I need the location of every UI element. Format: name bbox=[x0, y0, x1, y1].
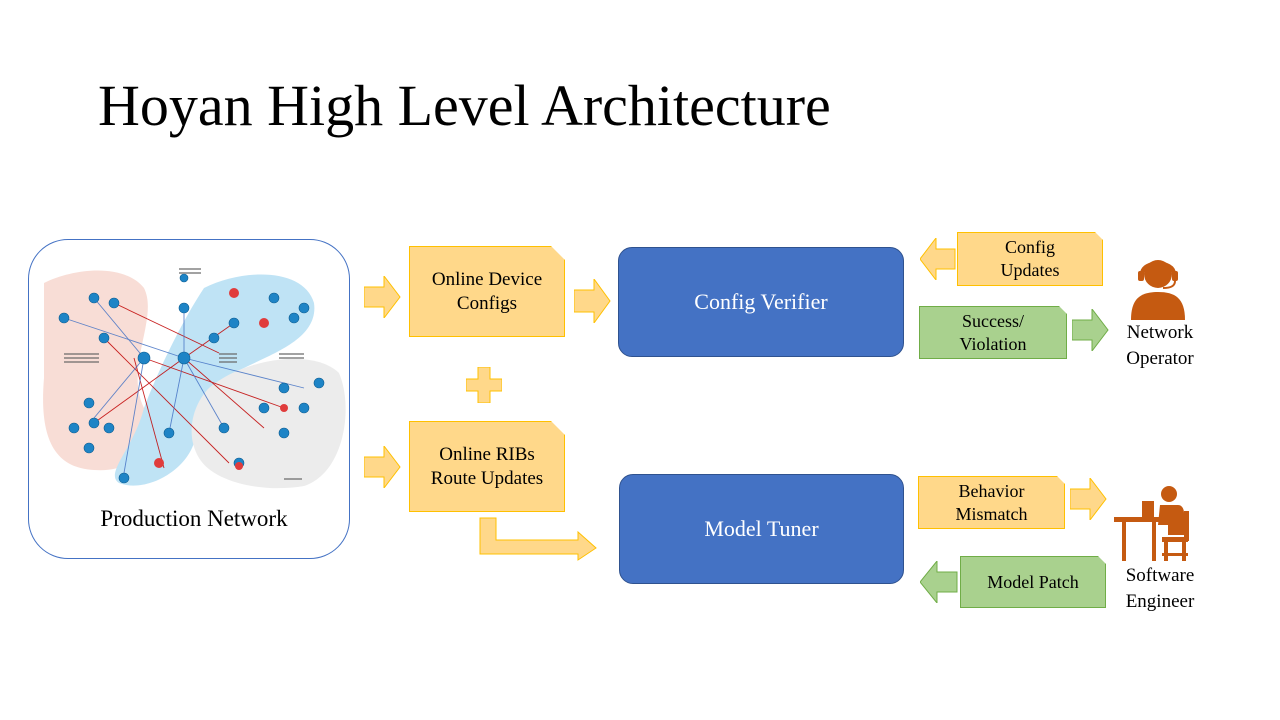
engineer-line1: Software bbox=[1125, 565, 1195, 586]
arrow-right-icon bbox=[364, 446, 401, 488]
ribs-line2: Route Updates bbox=[430, 467, 544, 489]
operator-line1: Network bbox=[1126, 322, 1194, 343]
config-verifier-box: Config Verifier bbox=[618, 247, 904, 357]
model-patch-label: Model Patch bbox=[987, 571, 1079, 592]
behavior-mismatch-box: Behavior Mismatch bbox=[918, 476, 1065, 529]
engineer-line2: Engineer bbox=[1125, 591, 1195, 612]
model-tuner-box: Model Tuner bbox=[619, 474, 904, 584]
arrow-right-icon bbox=[1070, 478, 1107, 520]
success-violation-box: Success/ Violation bbox=[919, 306, 1067, 359]
mismatch-label: Mismatch bbox=[955, 503, 1028, 524]
config-updates-label: Config Updates bbox=[1000, 237, 1060, 280]
slide-title: Hoyan High Level Architecture bbox=[98, 73, 831, 138]
software-engineer-icon bbox=[1114, 486, 1189, 561]
production-network-label: Production Network bbox=[100, 506, 288, 531]
model-patch-box: Model Patch bbox=[960, 556, 1106, 608]
model-tuner-label: Model Tuner bbox=[704, 516, 819, 541]
arrow-right-icon bbox=[1072, 309, 1109, 351]
online-device-configs-box: Online Device Configs bbox=[409, 246, 565, 337]
online-ribs-box: Online RIBs Route Updates bbox=[409, 421, 565, 512]
violation-label: Violation bbox=[959, 333, 1027, 354]
bent-arrow-icon bbox=[479, 517, 597, 561]
plus-icon bbox=[466, 367, 502, 403]
arrow-right-icon bbox=[364, 276, 401, 318]
arrow-left-icon bbox=[920, 238, 956, 280]
operator-line2: Operator bbox=[1126, 348, 1194, 369]
arrow-right-icon bbox=[574, 279, 611, 323]
arrow-left-icon bbox=[920, 561, 958, 603]
config-verifier-label: Config Verifier bbox=[694, 289, 828, 314]
configs-label: Online Device Configs bbox=[431, 268, 543, 314]
behavior-label: Behavior bbox=[958, 480, 1025, 501]
success-label: Success/ bbox=[962, 310, 1024, 331]
network-operator-label: Network Operator bbox=[1110, 320, 1210, 372]
network-operator-icon bbox=[1131, 260, 1185, 320]
config-updates-box: Config Updates bbox=[957, 232, 1103, 286]
software-engineer-label: Software Engineer bbox=[1110, 563, 1210, 615]
network-topology-image bbox=[43, 268, 346, 489]
ribs-line1: Online RIBs bbox=[439, 443, 535, 465]
